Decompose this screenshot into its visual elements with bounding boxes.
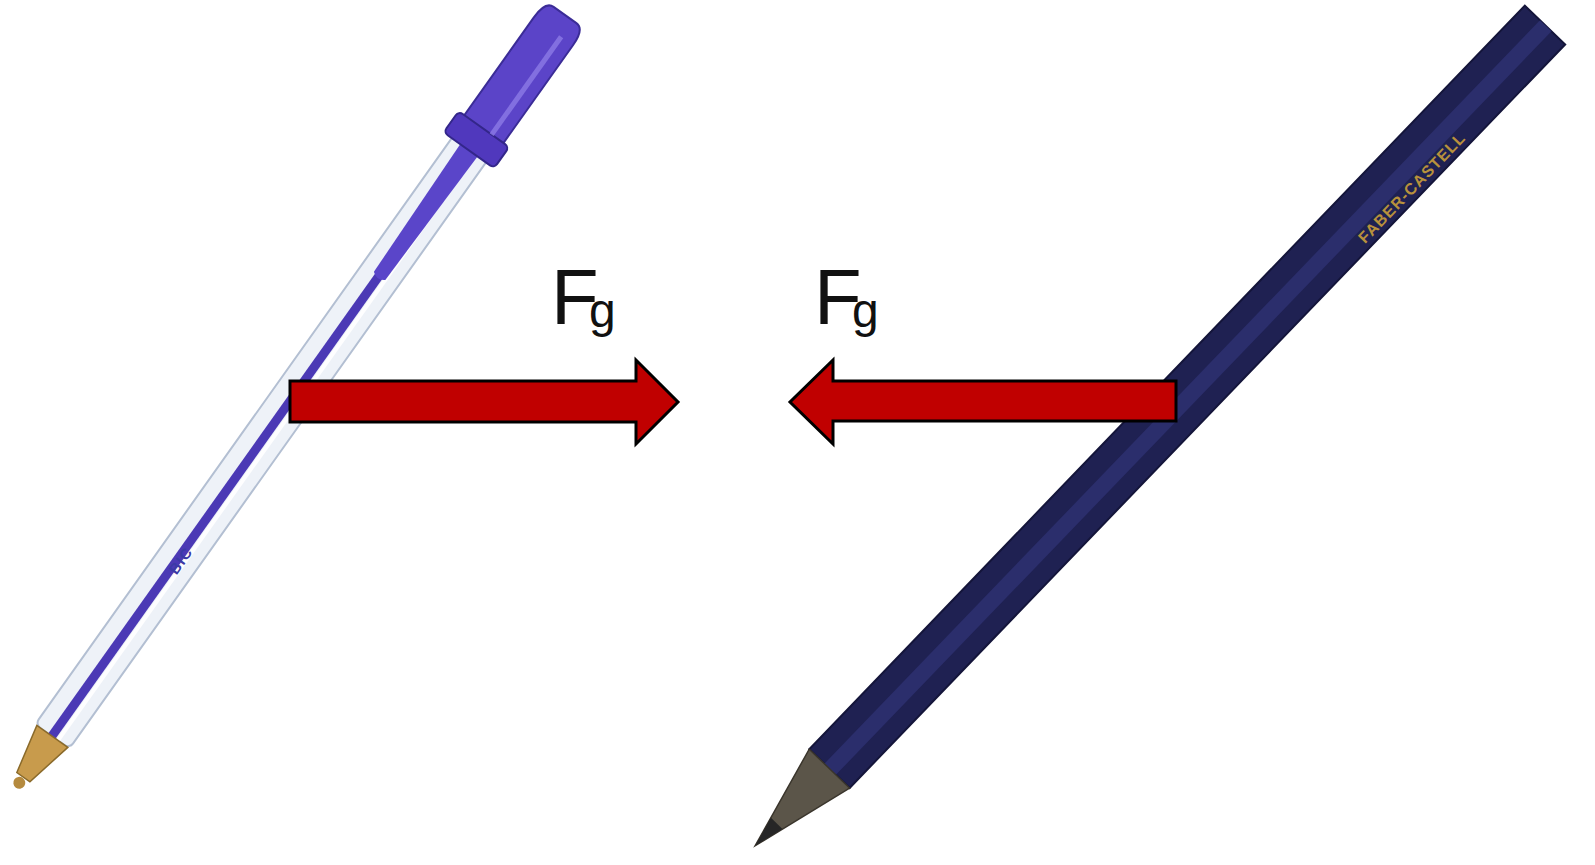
pen-ball xyxy=(11,774,28,791)
pencil-lead xyxy=(749,818,782,851)
brand-label: BIC xyxy=(166,544,195,576)
pen-clip xyxy=(369,131,487,285)
pen-barrel xyxy=(35,117,501,749)
pen-cap-shine xyxy=(490,35,564,136)
force-subscript: g xyxy=(589,287,616,335)
pencil-wood xyxy=(735,749,850,865)
force-arrow xyxy=(290,360,678,444)
pen-ink xyxy=(45,248,400,742)
force-subscript: g xyxy=(852,287,879,335)
pencil xyxy=(735,6,1565,865)
force-arrow xyxy=(790,360,1176,444)
brand-label: FABER-CASTELL xyxy=(1355,130,1468,247)
